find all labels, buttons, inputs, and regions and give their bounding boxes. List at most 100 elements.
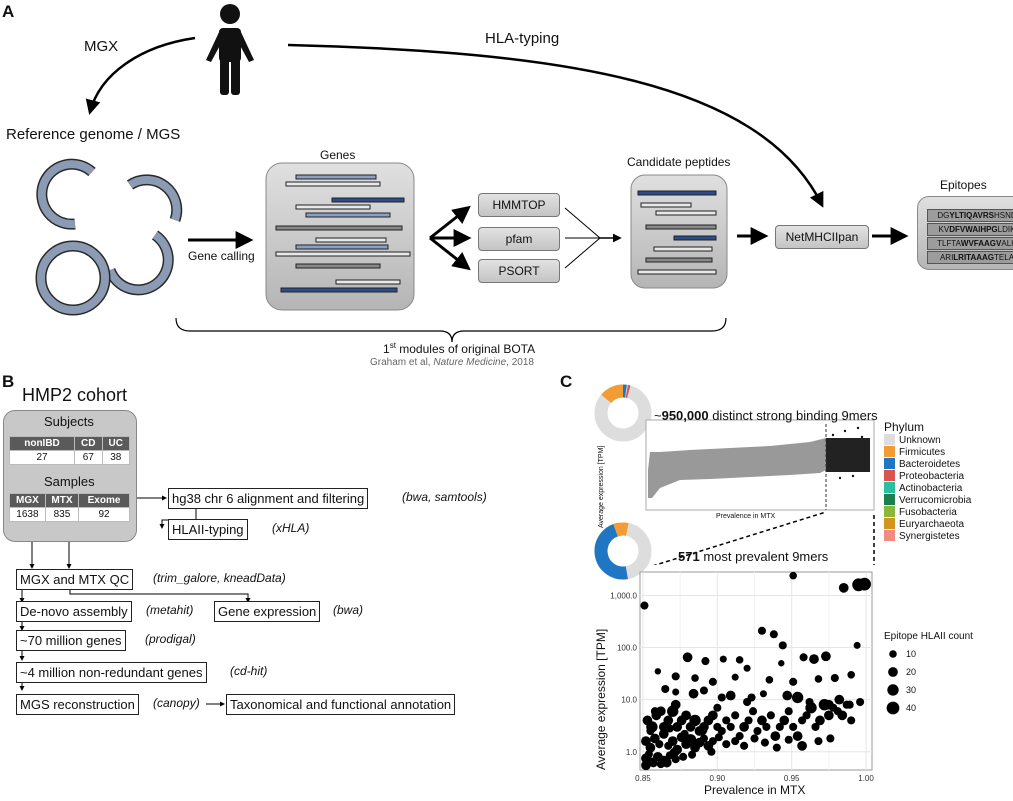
step-hg38-tools: (bwa, samtools) bbox=[402, 490, 487, 504]
scatter-point bbox=[802, 711, 811, 720]
candidate-peptides-title: Candidate peptides bbox=[627, 155, 731, 169]
scatter-point bbox=[797, 740, 807, 751]
scatter-point bbox=[762, 722, 771, 731]
step-taxonomical-annotation: Taxonomical and functional annotation bbox=[226, 694, 456, 715]
bota-caption: 1st modules of original BOTA bbox=[383, 341, 536, 356]
step-gene-expression: Gene expression bbox=[214, 601, 321, 622]
size-legend-title: Epitope HLAII count bbox=[884, 631, 973, 642]
x-tick-label: 0.90 bbox=[710, 774, 726, 783]
scatter-point bbox=[654, 668, 662, 675]
tool-hmmtop: HMMTOP bbox=[478, 193, 560, 217]
scatter-point bbox=[684, 734, 697, 746]
scatter-point bbox=[757, 715, 767, 726]
scatter-point bbox=[740, 741, 749, 750]
scatter-point bbox=[655, 740, 664, 749]
scatter-point bbox=[722, 716, 731, 725]
scatter-point bbox=[667, 736, 678, 746]
scatter-point bbox=[744, 716, 753, 725]
mgx-label: MGX bbox=[84, 38, 119, 55]
scatter-point bbox=[669, 748, 680, 758]
scatter-point bbox=[680, 729, 689, 738]
legend-label: Synergistetes bbox=[899, 531, 960, 542]
main-scatter-xlabel: Prevalence in MTX bbox=[704, 783, 806, 797]
legend-label: Euryarchaeota bbox=[899, 519, 965, 530]
legend-label: Firmicutes bbox=[899, 447, 946, 458]
scatter-point bbox=[717, 693, 726, 702]
scatter-point bbox=[743, 664, 751, 672]
phylum-legend-item: Euryarchaeota bbox=[884, 518, 964, 530]
scatter-point bbox=[750, 734, 759, 743]
citation: Graham et al, Nature Medicine, 2018 bbox=[370, 357, 534, 368]
legend-swatch bbox=[884, 530, 895, 541]
scatter-point bbox=[717, 726, 726, 736]
scatter-point bbox=[663, 715, 674, 726]
step-hlaii-typing: HLAII-typing bbox=[168, 519, 248, 540]
scatter-point bbox=[725, 690, 736, 701]
scatter-point bbox=[731, 737, 740, 746]
scatter-point bbox=[799, 653, 808, 662]
scatter-point bbox=[830, 673, 839, 683]
main-scatter-ylabel: Average expression [TPM] bbox=[594, 628, 608, 770]
scatter-point bbox=[671, 672, 680, 681]
step-assembly-tools: (metahit) bbox=[146, 603, 194, 617]
bottom-donut-chart bbox=[594, 522, 652, 580]
legend-label: Verrucomicrobia bbox=[899, 495, 972, 506]
hla-typing-label: HLA-typing bbox=[485, 30, 560, 47]
scatter-point bbox=[815, 715, 825, 726]
scatter-point bbox=[735, 656, 744, 664]
gene-bars bbox=[275, 174, 411, 293]
gene-calling-label: Gene calling bbox=[188, 249, 255, 263]
y-tick-label: 1,000.0 bbox=[610, 591, 637, 600]
scatter-point bbox=[665, 724, 674, 733]
scatter-point bbox=[792, 731, 803, 741]
scatter-point bbox=[789, 722, 798, 731]
scatter-point bbox=[699, 734, 708, 743]
scatter-point bbox=[759, 690, 767, 698]
scatter-point bbox=[826, 734, 835, 743]
scatter-point bbox=[809, 654, 819, 664]
panel-c-letter: C bbox=[560, 372, 573, 391]
legend-swatch bbox=[884, 518, 895, 529]
top-donut-chart bbox=[594, 384, 652, 442]
scatter-point bbox=[765, 676, 774, 684]
scatter-point bbox=[766, 711, 775, 720]
scatter-point bbox=[641, 760, 651, 771]
scatter-point bbox=[708, 677, 717, 686]
scatter-point bbox=[837, 710, 848, 721]
step-hlaii-tools: (xHLA) bbox=[272, 521, 310, 535]
scatter-point bbox=[708, 737, 717, 746]
legend-label: Proteobacteria bbox=[899, 471, 965, 482]
step-qc-tools: (trim_galore, kneadData) bbox=[153, 571, 286, 585]
scatter-point bbox=[778, 641, 787, 650]
scatter-point bbox=[842, 700, 851, 709]
scatter-point bbox=[699, 686, 708, 695]
legend-swatch bbox=[884, 446, 895, 457]
scatter-point bbox=[818, 699, 831, 711]
scatter-point bbox=[697, 725, 708, 736]
x-tick-label: 0.85 bbox=[635, 774, 651, 783]
tool-psort: PSORT bbox=[478, 259, 560, 283]
scatter-point bbox=[688, 750, 697, 759]
epitope-sequence: TLFTAWVFAAGVALH bbox=[927, 237, 1013, 250]
scatter-point bbox=[821, 651, 831, 662]
phylum-legend-title: Phylum bbox=[884, 420, 925, 434]
panel-a-graphics bbox=[35, 4, 909, 343]
scatter-point bbox=[707, 747, 716, 756]
step-mgs-reconstruction: MGS reconstruction bbox=[16, 694, 139, 715]
size-legend-dot bbox=[886, 701, 900, 715]
scatter-point bbox=[644, 750, 653, 759]
genes-title: Genes bbox=[320, 148, 356, 162]
scatter-point bbox=[748, 707, 758, 716]
scatter-point bbox=[824, 710, 834, 721]
scatter-point bbox=[645, 742, 656, 753]
scatter-point bbox=[772, 743, 781, 752]
scatter-point bbox=[753, 726, 762, 736]
phylum-legend-item: Bacteroidetes bbox=[884, 458, 960, 470]
scatter-point bbox=[719, 655, 727, 663]
size-legend-label: 30 bbox=[906, 685, 916, 695]
top-scatter-ylabel: Average expression [TPM] bbox=[598, 445, 605, 528]
scatter-point bbox=[760, 738, 769, 747]
